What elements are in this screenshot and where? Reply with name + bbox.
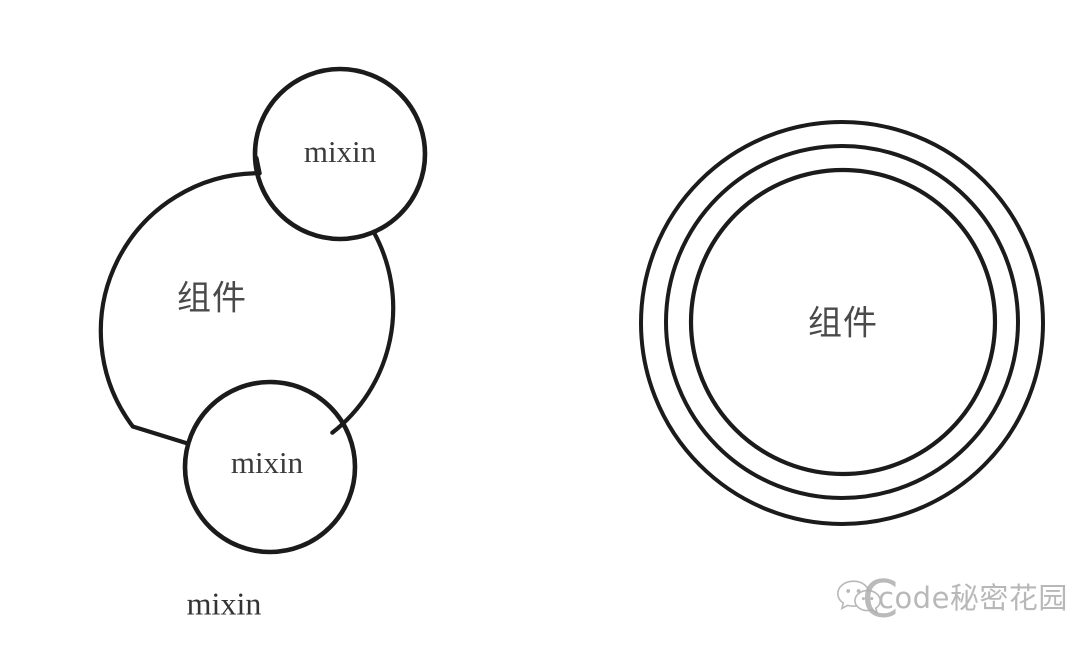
ring-middle-circle — [664, 144, 1020, 500]
component-circle-arc-upper — [98, 171, 262, 429]
mixin-circle-top — [252, 66, 428, 242]
mixin-circle-bottom — [182, 379, 358, 555]
mixin-label-top: mixin — [304, 134, 377, 169]
left-diagram-caption: mixin — [187, 585, 262, 621]
mixin-label-bottom: mixin — [231, 445, 304, 480]
component-label-right: 组件 — [808, 304, 878, 344]
right-diagram-group: 组件 — [639, 120, 1045, 526]
left-diagram-group: 组件 mixin mixin mixin — [98, 66, 428, 621]
component-label-left: 组件 — [177, 279, 247, 319]
ring-inner-circle — [688, 167, 998, 477]
ring-outer-circle — [639, 120, 1045, 526]
component-circle-arc-right — [330, 229, 396, 435]
junction-stub-bottom — [130, 424, 189, 446]
